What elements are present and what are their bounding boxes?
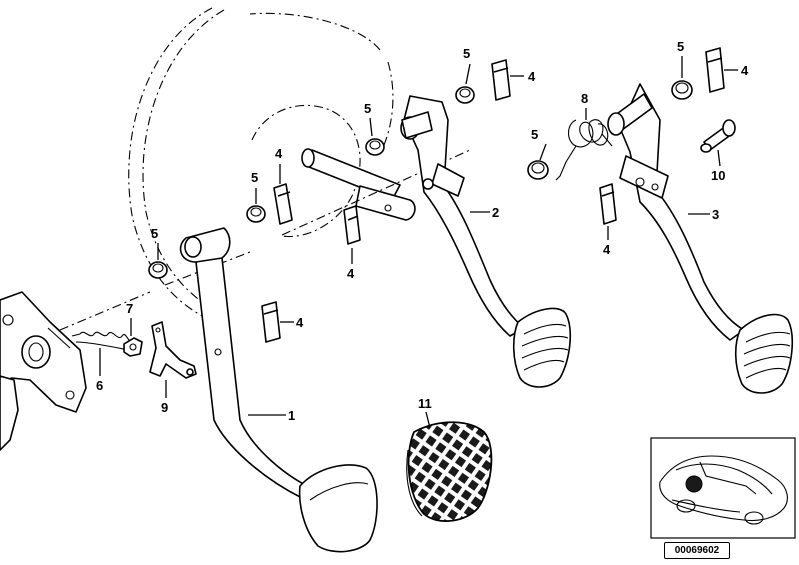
clip-4d (705, 47, 725, 93)
callout-4e: 4 (603, 242, 611, 257)
torsion-spring-8 (555, 119, 613, 181)
pedal-2 (400, 95, 572, 388)
callout-5c: 5 (364, 101, 371, 116)
clip-4a (273, 183, 293, 225)
car-silhouette-icon (659, 455, 788, 525)
callout-7: 7 (126, 301, 133, 316)
clip-4c (491, 59, 511, 101)
pivot-axis-line (59, 149, 471, 331)
bushing-5a (148, 261, 168, 279)
callout-4c: 4 (528, 69, 536, 84)
push-rod (301, 148, 416, 221)
brake-booster-outline (128, 7, 394, 321)
callout-1: 1 (288, 408, 295, 423)
leader-lines (99, 56, 738, 429)
car-locator-thumbnail (650, 437, 796, 539)
bushing-5d (455, 86, 475, 104)
clip-4b (343, 205, 361, 245)
bushing-5c (365, 138, 385, 156)
callout-5a: 5 (151, 226, 158, 241)
callout-4f: 4 (296, 315, 304, 330)
callout-6: 6 (96, 378, 103, 393)
callout-8: 8 (581, 91, 588, 106)
callout-5f: 5 (677, 39, 684, 54)
callout-5d: 5 (463, 46, 470, 61)
callout-2: 2 (492, 205, 499, 220)
spring-6 (71, 331, 133, 351)
callout-5b: 5 (251, 170, 258, 185)
callout-3: 3 (712, 207, 719, 222)
pedal-pad-11 (406, 421, 493, 522)
callout-4b: 4 (347, 266, 355, 281)
clip-4f (261, 301, 281, 343)
callout-9: 9 (161, 400, 168, 415)
bracket-9 (149, 321, 197, 379)
clips (261, 47, 725, 343)
bushing-5f (671, 80, 693, 100)
callout-4a: 4 (275, 146, 283, 161)
pedal-1 (179, 227, 378, 553)
callout-5e: 5 (531, 127, 538, 142)
pin-10 (700, 119, 736, 153)
bushings (148, 80, 693, 279)
clip-4e (599, 183, 617, 225)
bushing-5b (246, 205, 266, 223)
callout-11: 11 (418, 396, 432, 411)
callout-labels: 1 2 3 4 4 4 4 4 4 5 5 5 5 5 5 6 7 8 9 10… (96, 39, 749, 423)
callout-10: 10 (711, 168, 725, 183)
bushing-5e (527, 160, 549, 180)
nut-7 (123, 337, 143, 357)
reference-code: 00069602 (664, 542, 730, 559)
location-dot-icon (685, 475, 703, 493)
callout-4d: 4 (741, 63, 749, 78)
mounting-bracket (0, 291, 87, 451)
pedal-3 (607, 83, 794, 394)
